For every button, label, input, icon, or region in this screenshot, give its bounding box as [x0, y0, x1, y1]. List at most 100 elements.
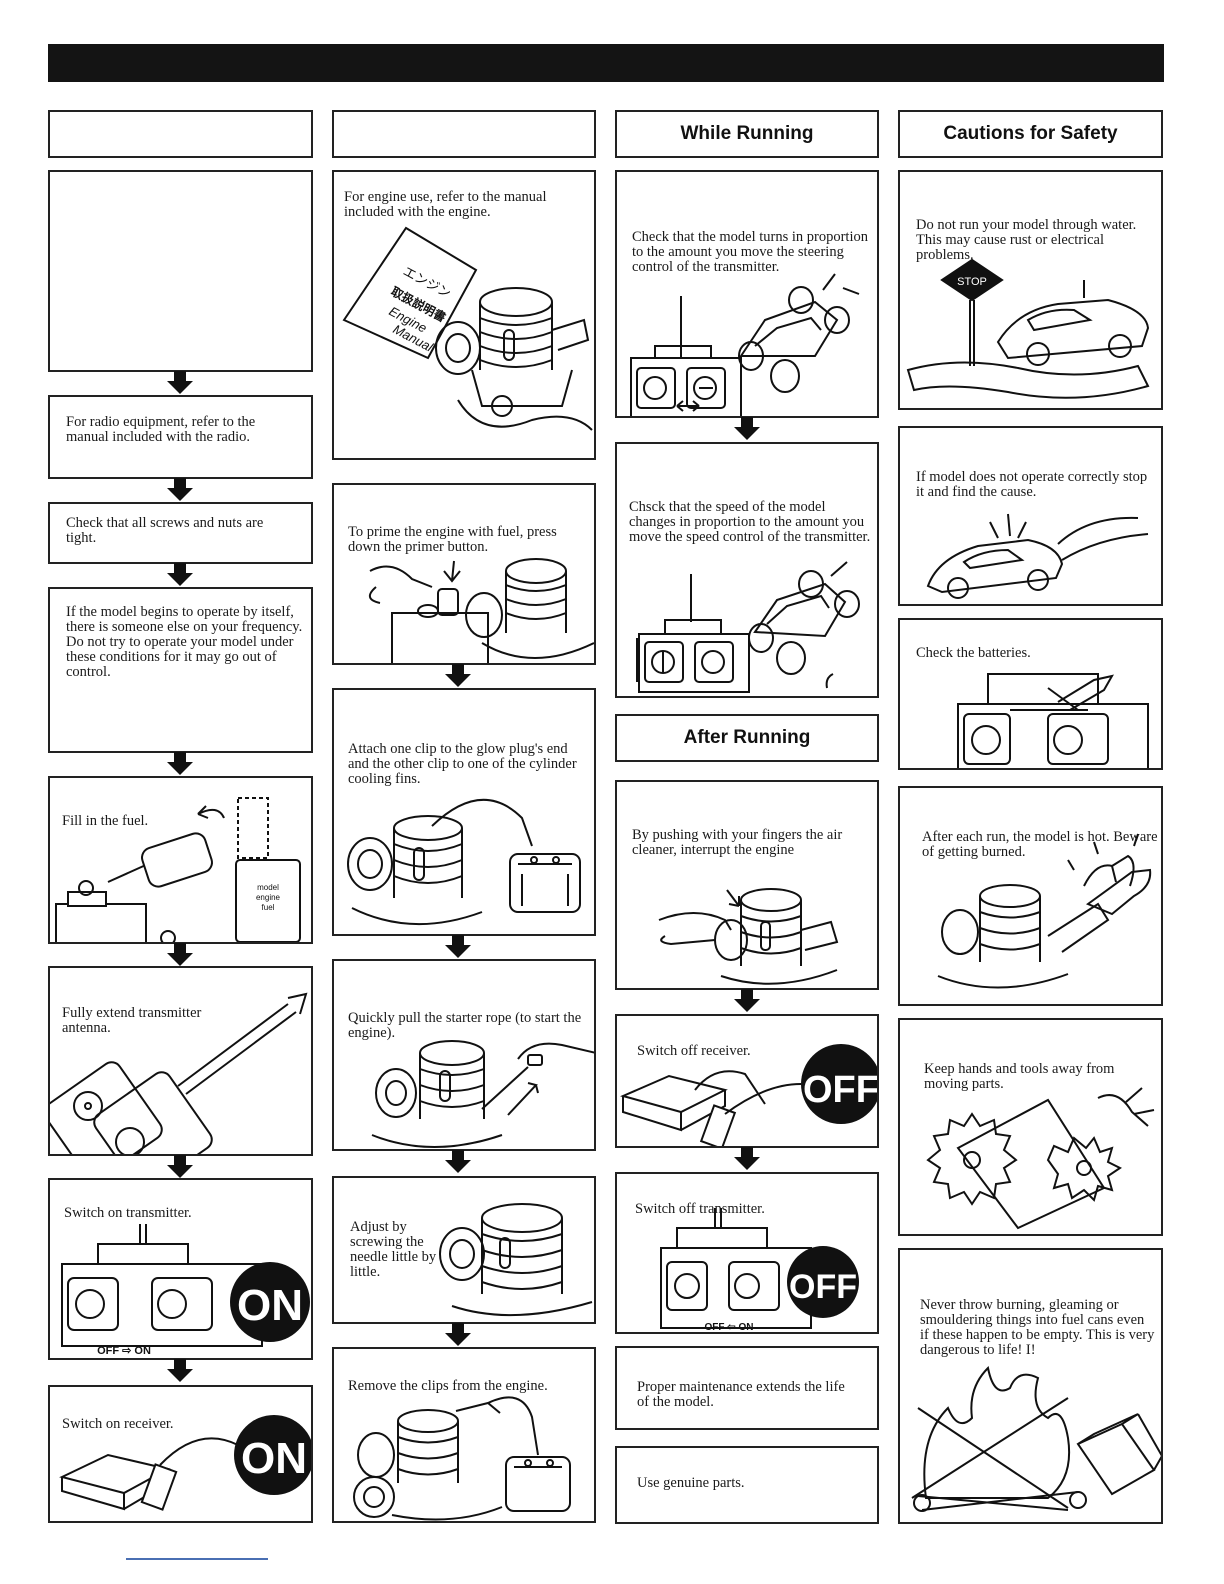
c4-water-text: Do not run your model through water. Thi…	[916, 217, 1137, 263]
c3-maintenance-text: Proper maintenance extends the life of t…	[637, 1379, 845, 1410]
car-icon	[749, 562, 859, 688]
c1-screws-panel: Check that all screws and nuts are tight…	[48, 502, 313, 564]
hot-engine-icon	[898, 786, 1163, 1006]
car-icon	[898, 426, 1163, 606]
c2-pull-text: Quickly pull the starter rope (to start …	[348, 1010, 582, 1041]
c1-tx-on-panel: Switch on transmitter. ON OFF ⇨ ON	[48, 1178, 313, 1360]
transmitter-icon: OFF OFF ⇦ ON	[615, 1172, 859, 1333]
svg-text:engine: engine	[256, 893, 281, 902]
engine-icon	[938, 885, 1108, 988]
c1-blank-panel	[48, 170, 313, 372]
c3-rx-off-text: Switch off receiver.	[637, 1043, 751, 1059]
primer-engine-icon	[332, 483, 596, 663]
c1-fuel-text: Fill in the fuel.	[62, 813, 149, 829]
gear-icon	[898, 1018, 1163, 1236]
c4-hot-text: After each run, the model is hot. Beware…	[922, 829, 1158, 860]
c1-rx-on-text: Switch on receiver.	[62, 1416, 174, 1432]
speed-check-icon	[615, 442, 879, 698]
car-icon	[739, 274, 859, 392]
c1-radio-text: For radio equipment, refer to the manual…	[66, 414, 256, 445]
c4-fire-panel: Never throw burning, gleaming or smoulde…	[898, 1248, 1163, 1524]
c1-rx-on-panel: Switch on receiver. ON	[48, 1385, 313, 1523]
steering-check-icon	[615, 170, 879, 416]
c2-remove-text: Remove the clips from the engine.	[348, 1378, 548, 1394]
fuel-can-icon: model engine fuel	[48, 776, 313, 942]
c1-fuel-panel: Fill in the fuel. model engine fuel	[48, 776, 313, 944]
c2-clip-text: Attach one clip to the glow plug's end a…	[348, 741, 577, 787]
c1-frequency-panel: If the model begins to operate by itself…	[48, 587, 313, 753]
receiver-icon: OFF	[615, 1044, 879, 1146]
engine-manual-icon: エンジン 取扱説明書 Engine Manual	[332, 170, 596, 460]
transmitter-icon	[637, 574, 749, 692]
transmitter-battery-icon	[898, 618, 1163, 768]
c3-tx-off-panel: Switch off transmitter. OFF OFF ⇦ ON	[615, 1172, 879, 1334]
off-badge: OFF	[789, 1268, 857, 1306]
c2-engine-manual-text: For engine use, refer to the manual incl…	[344, 189, 547, 220]
c4-water-panel: Do not run your model through water. Thi…	[898, 170, 1163, 410]
after-running-header-label: After Running	[683, 727, 811, 748]
c4-cause-text: If model does not operate correctly stop…	[916, 469, 1148, 500]
glow-heater-icon	[332, 688, 596, 936]
while-running-header: While Running	[615, 110, 879, 158]
c3-stop-engine-text: By pushing with your fingers the air cle…	[632, 827, 843, 858]
engine-icon	[436, 288, 592, 430]
c2-adjust-panel: Adjust by screwing the needle little by …	[332, 1176, 596, 1324]
off-badge: OFF	[803, 1069, 879, 1111]
receiver-icon: ON	[48, 1415, 311, 1523]
fire-icon	[898, 1248, 1163, 1524]
off-on-label: OFF ⇦ ON	[705, 1322, 754, 1333]
svg-text:fuel: fuel	[262, 903, 275, 912]
c2-clip-panel: Attach one clip to the glow plug's end a…	[332, 688, 596, 936]
c3-parts-text: Use genuine parts.	[637, 1475, 745, 1491]
c2-prime-panel: To prime the engine with fuel, press dow…	[332, 483, 596, 665]
off-on-label: OFF ⇨ ON	[97, 1345, 151, 1357]
fuel-can-label: model	[257, 883, 279, 892]
c4-fire-text: Never throw burning, gleaming or smoulde…	[920, 1297, 1155, 1358]
c3-rx-off-panel: Switch off receiver. OFF	[615, 1014, 879, 1148]
stop-sign-label: STOP	[957, 276, 987, 288]
c2-remove-panel: Remove the clips from the engine.	[332, 1347, 596, 1523]
cautions-header: Cautions for Safety	[898, 110, 1163, 158]
starter-rope-icon	[332, 959, 596, 1151]
on-badge: ON	[241, 1434, 307, 1483]
c1-radio-panel: For radio equipment, refer to the manual…	[48, 395, 313, 479]
cautions-header-label: Cautions for Safety	[943, 123, 1118, 144]
c3-steer-panel: Check that the model turns in proportion…	[615, 170, 879, 418]
c3-speed-panel: Chsck that the speed of the model change…	[615, 442, 879, 698]
c1-frequency-text: If the model begins to operate by itself…	[66, 604, 303, 680]
c3-steer-text: Check that the model turns in proportion…	[632, 229, 868, 275]
on-badge: ON	[237, 1281, 303, 1330]
c3-maintenance-panel: Proper maintenance extends the life of t…	[615, 1346, 879, 1430]
c3-parts-panel: Use genuine parts.	[615, 1446, 879, 1524]
while-running-header-label: While Running	[680, 123, 814, 144]
remove-clips-icon	[332, 1347, 596, 1523]
needle-adjust-icon	[332, 1176, 596, 1324]
stop-sign-icon: STOP	[898, 170, 1163, 410]
c4-hot-panel: After each run, the model is hot. Beware…	[898, 786, 1163, 1006]
c4-cause-panel: If model does not operate correctly stop…	[898, 426, 1163, 606]
c4-battery-text: Check the batteries.	[916, 645, 1031, 661]
c2-pull-panel: Quickly pull the starter rope (to start …	[332, 959, 596, 1151]
c2-adjust-text: Adjust by screwing the needle little by …	[350, 1219, 437, 1280]
transmitter-antenna-icon	[48, 966, 313, 1156]
c1-antenna-panel: Fully extend transmitter antenna.	[48, 966, 313, 1156]
page-header-bar	[48, 44, 1164, 82]
c2-prime-text: To prime the engine with fuel, press dow…	[348, 524, 557, 555]
c3-speed-text: Chsck that the speed of the model change…	[629, 499, 871, 545]
column-1-header	[48, 110, 313, 158]
c1-tx-on-text: Switch on transmitter.	[64, 1205, 192, 1221]
footer-link-underline	[126, 1558, 268, 1560]
after-running-header: After Running	[615, 714, 879, 762]
fuel-can-icon	[1078, 1414, 1162, 1494]
c3-stop-engine-panel: By pushing with your fingers the air cle…	[615, 780, 879, 990]
hand-icon	[1068, 834, 1150, 914]
c4-hands-text: Keep hands and tools away from moving pa…	[924, 1061, 1115, 1092]
c2-engine-manual-panel: For engine use, refer to the manual incl…	[332, 170, 596, 460]
c4-hands-panel: Keep hands and tools away from moving pa…	[898, 1018, 1163, 1236]
transmitter-icon	[631, 296, 741, 416]
c1-screws-text: Check that all screws and nuts are tight…	[66, 515, 264, 546]
c4-battery-panel: Check the batteries.	[898, 618, 1163, 770]
column-2-header	[332, 110, 596, 158]
transmitter-icon: ON OFF ⇨ ON	[48, 1178, 310, 1357]
c1-antenna-text: Fully extend transmitter antenna.	[62, 1005, 202, 1036]
